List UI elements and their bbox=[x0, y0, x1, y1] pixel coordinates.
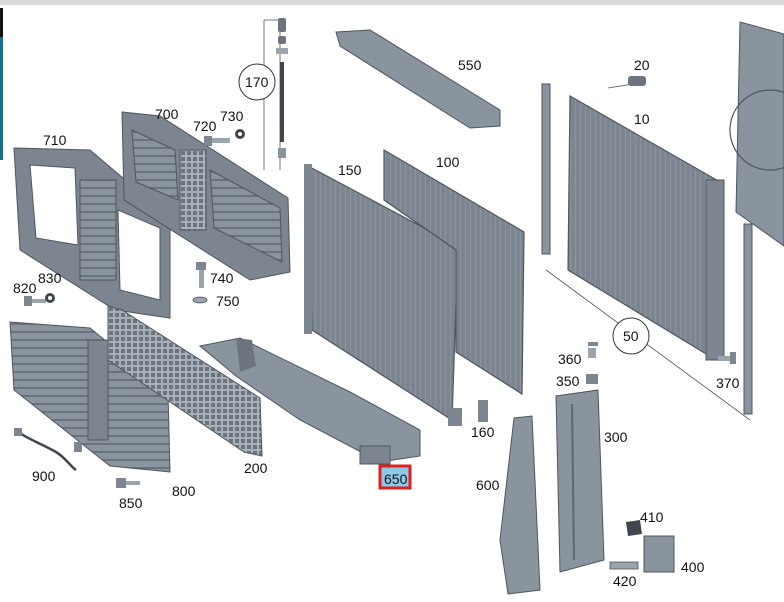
part-label-410[interactable]: 410 bbox=[640, 509, 664, 525]
left-edge-marker bbox=[0, 8, 3, 38]
part-label-350[interactable]: 350 bbox=[556, 373, 580, 389]
part-label-100[interactable]: 100 bbox=[436, 154, 460, 170]
part-label-820[interactable]: 820 bbox=[13, 280, 37, 296]
part-350-360-370-clips bbox=[586, 342, 736, 384]
part-170-rod-kit bbox=[276, 18, 288, 158]
part-label-600[interactable]: 600 bbox=[476, 477, 500, 493]
part-200-mesh-panel bbox=[107, 305, 263, 457]
part-fan-shroud-edge bbox=[729, 21, 784, 247]
part-label-900[interactable]: 900 bbox=[32, 468, 56, 484]
part-label-200[interactable]: 200 bbox=[244, 460, 268, 476]
part-400-410-420-sensor-bracket bbox=[609, 520, 675, 573]
part-label-830[interactable]: 830 bbox=[38, 270, 62, 286]
part-720-730-bolt-washer bbox=[204, 129, 245, 146]
part-300-side-air-guide bbox=[555, 389, 605, 573]
part-label-850[interactable]: 850 bbox=[119, 495, 143, 511]
part-100-radiator-aux bbox=[383, 148, 525, 422]
part-820-830-bolt-washer bbox=[24, 293, 55, 306]
part-label-420[interactable]: 420 bbox=[613, 573, 637, 589]
part-label-10[interactable]: 10 bbox=[634, 111, 650, 127]
part-label-170[interactable]: 170 bbox=[245, 74, 269, 90]
part-label-50[interactable]: 50 bbox=[623, 328, 639, 344]
part-700-air-guide-frame bbox=[121, 111, 291, 281]
part-label-720[interactable]: 720 bbox=[193, 118, 217, 134]
part-label-150[interactable]: 150 bbox=[338, 162, 362, 178]
selected-part-highlight[interactable] bbox=[378, 464, 412, 490]
part-label-700[interactable]: 700 bbox=[155, 106, 179, 122]
part-740-750-bolt-washer bbox=[192, 262, 208, 304]
part-800-lower-shutter bbox=[9, 321, 171, 473]
left-edge-accent bbox=[0, 37, 3, 160]
part-labels: 20 10 50 100 150 160 170 200 300 350 360… bbox=[13, 57, 740, 589]
part-label-160[interactable]: 160 bbox=[471, 424, 495, 440]
part-label-300[interactable]: 300 bbox=[604, 429, 628, 445]
part-label-710[interactable]: 710 bbox=[43, 132, 67, 148]
part-650-lower-air-guide bbox=[198, 337, 421, 465]
part-label-740[interactable]: 740 bbox=[210, 270, 234, 286]
part-label-550[interactable]: 550 bbox=[458, 57, 482, 73]
top-divider bbox=[0, 0, 784, 5]
part-label-800[interactable]: 800 bbox=[172, 483, 196, 499]
part-label-730[interactable]: 730 bbox=[220, 108, 244, 124]
part-label-360[interactable]: 360 bbox=[558, 351, 582, 367]
part-150-condenser bbox=[304, 164, 462, 426]
part-850-bolt bbox=[116, 478, 140, 488]
callout-circle-170 bbox=[238, 63, 276, 101]
part-label-20[interactable]: 20 bbox=[634, 57, 650, 73]
part-10-main-radiator bbox=[541, 76, 753, 415]
part-label-750[interactable]: 750 bbox=[216, 293, 240, 309]
part-600-side-air-guide bbox=[499, 415, 541, 595]
part-550-upper-air-guide bbox=[335, 29, 501, 129]
part-900-wiring-harness bbox=[14, 428, 82, 472]
part-label-370[interactable]: 370 bbox=[716, 375, 740, 391]
part-label-650[interactable]: 650 bbox=[384, 471, 408, 487]
part-label-400[interactable]: 400 bbox=[681, 559, 705, 575]
callout-circle-50 bbox=[612, 317, 650, 355]
